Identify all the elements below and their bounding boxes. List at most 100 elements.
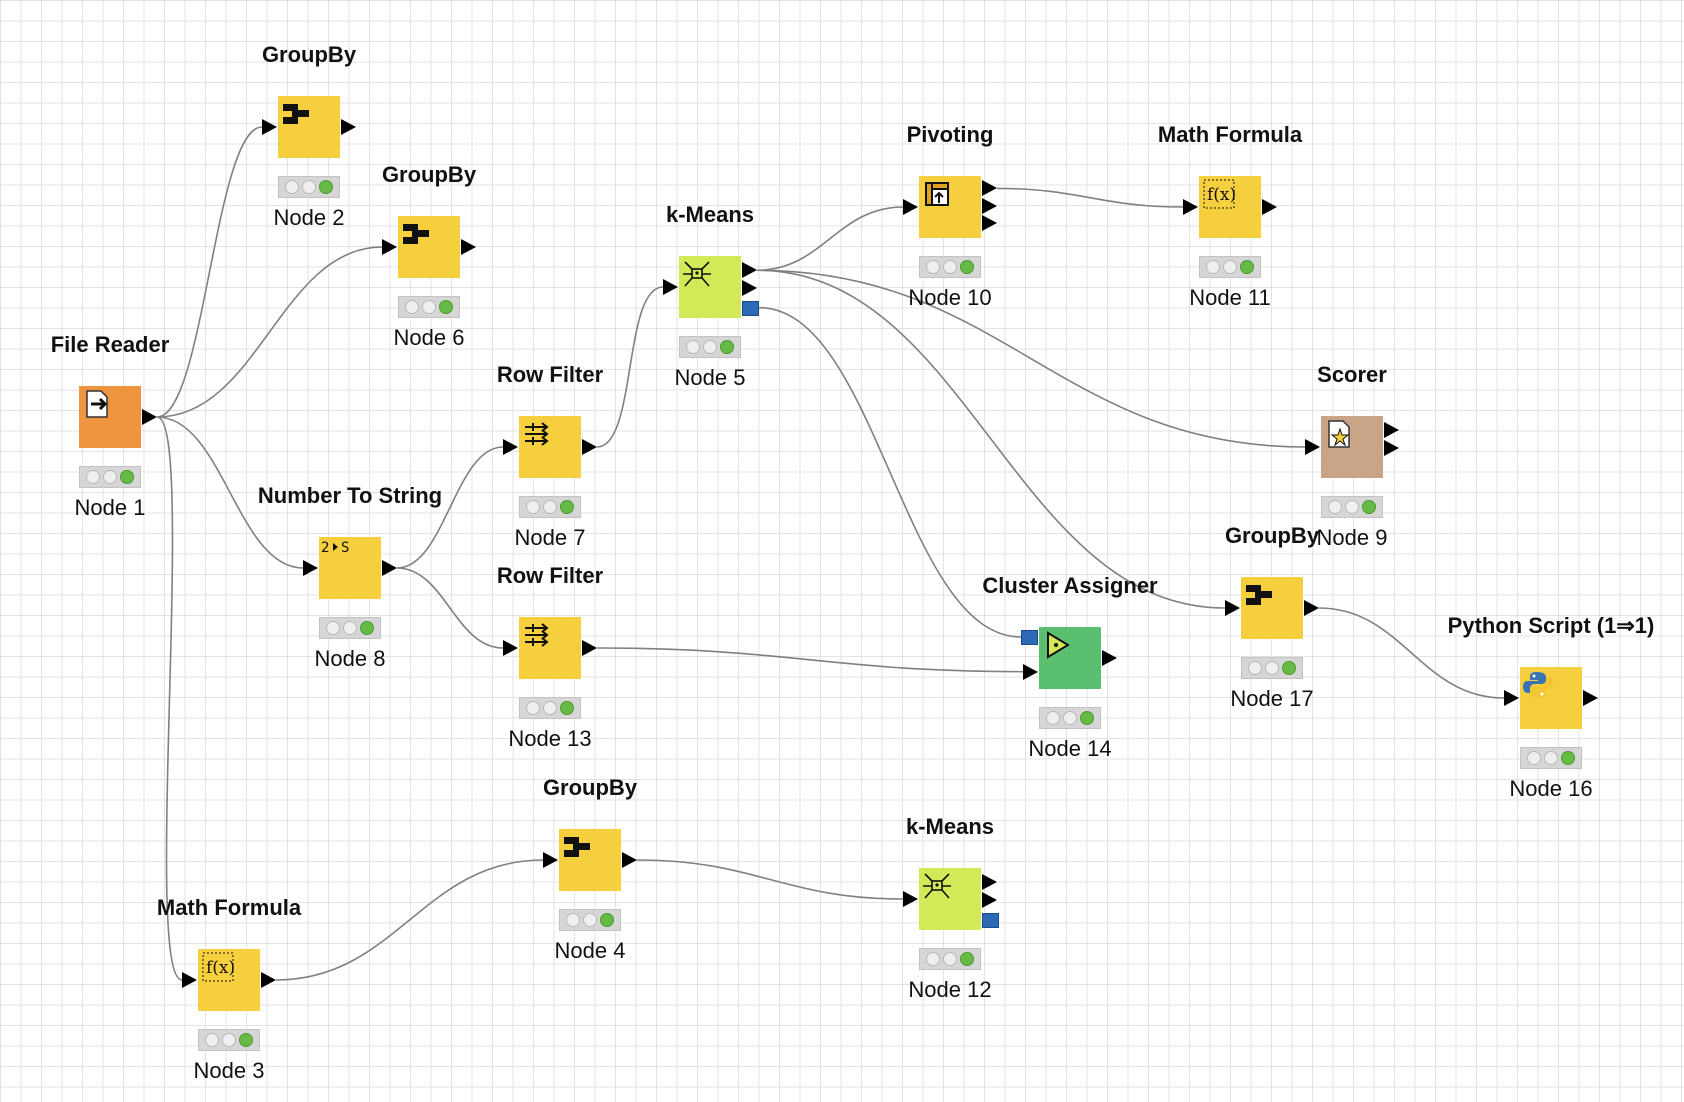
model-input-port[interactable] xyxy=(1021,630,1038,645)
status-light-green xyxy=(360,621,375,635)
input-port[interactable] xyxy=(262,119,277,135)
output-port[interactable] xyxy=(742,280,757,297)
output-port[interactable] xyxy=(1384,440,1399,457)
connection-n4-n12[interactable] xyxy=(636,859,904,900)
connection-n17-n16[interactable] xyxy=(1318,607,1505,699)
output-port[interactable] xyxy=(341,119,356,135)
output-port[interactable] xyxy=(382,560,397,576)
model-output-port[interactable] xyxy=(742,300,759,316)
connection-n5-n14[interactable] xyxy=(758,306,1022,638)
output-port[interactable] xyxy=(1304,600,1319,616)
connection-n1-n6[interactable] xyxy=(156,246,383,418)
connection-n7-n5[interactable] xyxy=(596,286,664,448)
node-status-indicator xyxy=(519,697,581,719)
node-groupby[interactable] xyxy=(1241,577,1303,639)
output-port[interactable] xyxy=(261,972,276,988)
node-label: Node 4 xyxy=(554,938,626,963)
input-port[interactable] xyxy=(303,560,318,576)
connection-n13-n14[interactable] xyxy=(596,647,1024,673)
input-port[interactable] xyxy=(663,279,678,295)
connection-n1-n2[interactable] xyxy=(156,126,263,418)
node-scorer[interactable] xyxy=(1321,416,1383,478)
node-label: Node 7 xyxy=(514,525,586,550)
output-port[interactable] xyxy=(982,197,997,214)
connection-n1-n8[interactable] xyxy=(156,416,304,569)
status-light-off xyxy=(1264,661,1279,675)
input-port[interactable] xyxy=(503,439,518,455)
output-port[interactable] xyxy=(582,640,597,656)
input-port[interactable] xyxy=(1183,199,1198,215)
status-light-green xyxy=(239,1033,254,1047)
node-groupby[interactable] xyxy=(559,829,621,891)
output-port[interactable] xyxy=(1583,690,1598,706)
status-light-off xyxy=(1247,661,1262,675)
node-status-indicator xyxy=(1039,707,1101,729)
node-math-formula[interactable]: f(x) xyxy=(198,949,260,1011)
node-title-groupby: GroupBy xyxy=(542,775,638,800)
output-port[interactable] xyxy=(142,409,157,425)
output-port[interactable] xyxy=(982,874,997,891)
output-port[interactable] xyxy=(1102,650,1117,666)
node-groupby[interactable] xyxy=(278,96,340,158)
status-light-off xyxy=(1344,500,1359,514)
connection-n5-n9[interactable] xyxy=(756,269,1306,448)
status-light-off xyxy=(542,701,557,715)
output-port[interactable] xyxy=(622,852,637,868)
input-port[interactable] xyxy=(903,199,918,215)
output-port[interactable] xyxy=(982,215,997,232)
node-k-means[interactable] xyxy=(679,256,741,318)
input-port[interactable] xyxy=(1225,600,1240,616)
output-port[interactable] xyxy=(982,892,997,909)
input-port[interactable] xyxy=(182,972,197,988)
connection-n5-n10[interactable] xyxy=(756,206,904,272)
status-light-off xyxy=(1327,500,1342,514)
node-row-filter[interactable] xyxy=(519,617,581,679)
node-math-formula[interactable]: f(x) xyxy=(1199,176,1261,238)
model-output-port[interactable] xyxy=(982,912,999,928)
connection-n1-n3[interactable] xyxy=(156,416,183,981)
node-pivoting[interactable] xyxy=(919,176,981,238)
status-light-off xyxy=(582,913,597,927)
status-light-green xyxy=(1240,260,1255,274)
status-light-off xyxy=(925,952,940,966)
input-port[interactable] xyxy=(1504,690,1519,706)
input-port[interactable] xyxy=(903,891,918,907)
node-status-indicator xyxy=(919,256,981,278)
node-status-indicator xyxy=(1520,747,1582,769)
output-port[interactable] xyxy=(582,439,597,455)
node-cluster-assigner[interactable] xyxy=(1039,627,1101,689)
input-port[interactable] xyxy=(1023,663,1038,680)
node-title-row-filter: Row Filter xyxy=(496,563,604,588)
connection-n8-n7[interactable] xyxy=(396,446,504,569)
svg-text:f(x): f(x) xyxy=(206,958,235,978)
node-file-reader[interactable] xyxy=(79,386,141,448)
input-port[interactable] xyxy=(382,239,397,255)
node-title-math-formula: Math Formula xyxy=(156,895,302,920)
output-port[interactable] xyxy=(742,262,757,279)
output-port[interactable] xyxy=(1262,199,1277,215)
input-port[interactable] xyxy=(1305,439,1320,455)
node-groupby[interactable] xyxy=(398,216,460,278)
connection-n3-n4[interactable] xyxy=(275,859,544,981)
input-port[interactable] xyxy=(503,640,518,656)
input-port[interactable] xyxy=(543,852,558,868)
node-title-cluster-assigner: Cluster Assigner xyxy=(982,573,1158,598)
status-light-off xyxy=(1062,711,1077,725)
output-port[interactable] xyxy=(1384,422,1399,439)
status-light-green xyxy=(600,913,615,927)
status-light-off xyxy=(685,340,700,354)
node-k-means[interactable] xyxy=(919,868,981,930)
connection-n8-n13[interactable] xyxy=(396,567,504,649)
node-title-k-means: k-Means xyxy=(665,202,755,227)
node-title-math-formula: Math Formula xyxy=(1157,122,1303,147)
output-port[interactable] xyxy=(461,239,476,255)
status-light-off xyxy=(942,952,957,966)
connection-n5-n17[interactable] xyxy=(756,269,1226,609)
connection-n10-n11[interactable] xyxy=(996,187,1184,208)
node-row-filter[interactable] xyxy=(519,416,581,478)
output-port[interactable] xyxy=(982,180,997,197)
node-python-script-1-1[interactable] xyxy=(1520,667,1582,729)
node-label: Node 13 xyxy=(508,726,592,751)
